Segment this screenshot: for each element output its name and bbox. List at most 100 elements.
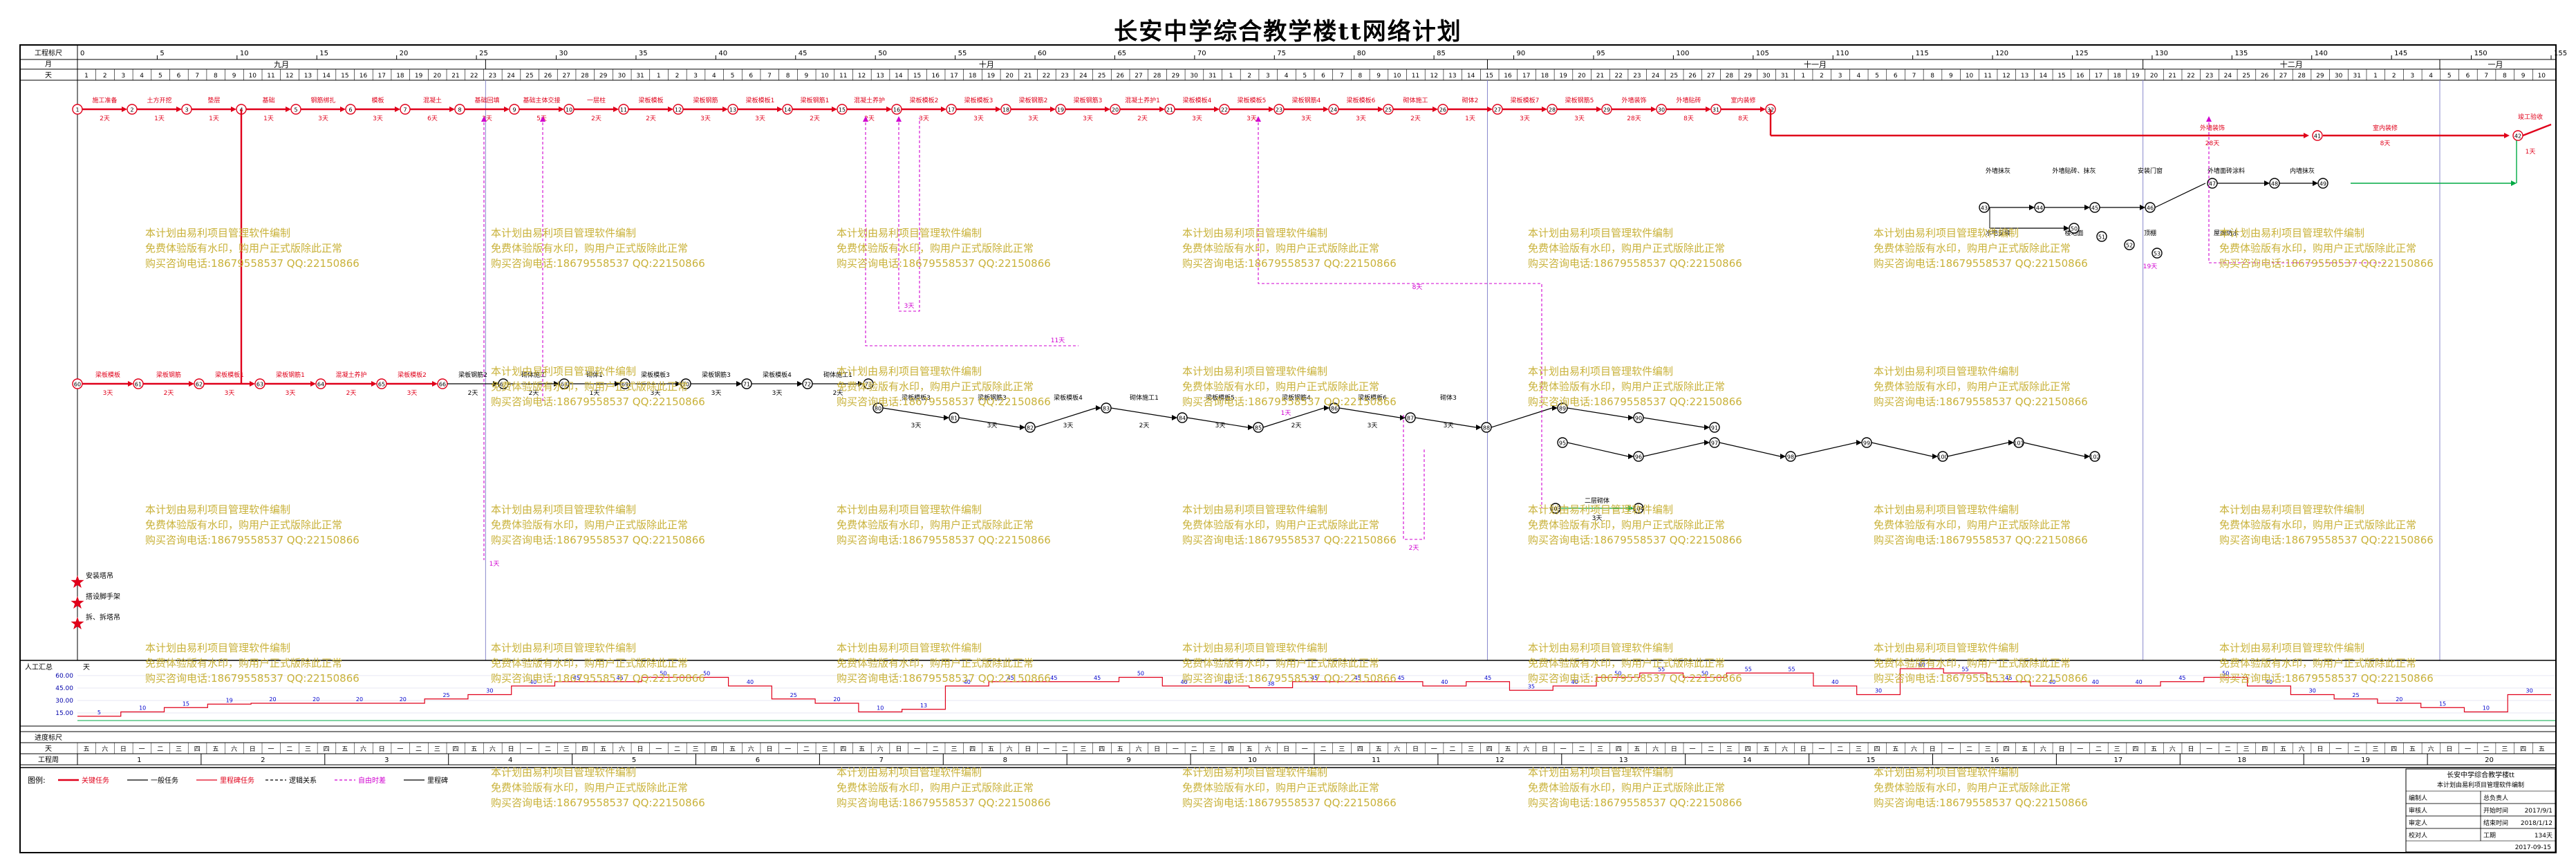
mid-task-name: 砌体3 bbox=[1440, 393, 1457, 402]
day-cell-label: 16 bbox=[1504, 73, 1512, 80]
top-task-duration: 3天 bbox=[1520, 115, 1530, 122]
resource-value-label: 45 bbox=[1354, 675, 1361, 681]
top-task-duration: 3天 bbox=[1028, 115, 1038, 122]
resource-value-label: 40 bbox=[1831, 679, 1838, 685]
critical-arrow-head bbox=[1269, 106, 1274, 112]
watermark-block: 本计划由易利项目管理软件编制免费体验版有水印，购用户正式版除此正常购买咨询电话:… bbox=[145, 225, 360, 271]
day-cell-label: 31 bbox=[636, 73, 644, 80]
mid-node-label: 66 bbox=[439, 382, 446, 388]
watermark-line: 免费体验版有水印，购用户正式版除此正常 bbox=[145, 519, 343, 531]
normal-arrow-head bbox=[1400, 415, 1406, 420]
bottom-week-label: 工程周 bbox=[38, 756, 59, 764]
top-task-duration: 1天 bbox=[154, 115, 165, 122]
weekday-label: 四 bbox=[1616, 746, 1622, 753]
info-key: 开始时间 bbox=[2483, 806, 2508, 815]
day-cell-label: 10 bbox=[821, 73, 829, 80]
resource-value-label: 10 bbox=[139, 705, 146, 712]
day-cell-label: 3 bbox=[2411, 73, 2415, 80]
top-task-name: 钢筋绑扎 bbox=[310, 96, 335, 104]
day-cell-label: 11 bbox=[839, 73, 847, 80]
top-node-label: 26 bbox=[1439, 107, 1446, 113]
day-cell-label: 30 bbox=[1190, 73, 1198, 80]
weekday-label: 日 bbox=[250, 745, 256, 753]
weekday-label: 四 bbox=[2520, 746, 2526, 753]
top-task-name: 模板 bbox=[371, 96, 384, 104]
top-task-name: 梁板钢筋 bbox=[693, 96, 718, 104]
weekday-label: 六 bbox=[360, 745, 366, 753]
top-task-name: 梁板模板2 bbox=[910, 96, 939, 104]
scale-tick-label: 100 bbox=[1676, 50, 1689, 57]
weekday-label: 五 bbox=[342, 746, 348, 753]
scale-tick-label: 35 bbox=[639, 50, 648, 57]
watermark-line: 免费体验版有水印，购用户正式版除此正常 bbox=[1874, 781, 2071, 794]
top-node-label: 22 bbox=[1221, 107, 1228, 113]
weekday-label: 三 bbox=[434, 746, 440, 753]
normal-arrow bbox=[1795, 442, 1857, 457]
weekday-label: 一 bbox=[1560, 746, 1567, 753]
top-task-name: 梁板模板4 bbox=[1183, 96, 1212, 104]
weekday-label: 一 bbox=[2206, 746, 2212, 753]
watermark-line: 购买咨询电话:18679558537 QQ:22150866 bbox=[145, 672, 360, 685]
day-cell-label: 4 bbox=[140, 73, 144, 80]
resource-value-label: 40 bbox=[964, 679, 971, 685]
weekday-label: 五 bbox=[600, 746, 606, 753]
float-line bbox=[1403, 415, 1425, 540]
resource-value-label: 30 bbox=[1875, 688, 1882, 694]
resource-value-label: 19 bbox=[226, 697, 233, 703]
normal-arrow-head bbox=[1628, 454, 1634, 459]
watermark-line: 免费体验版有水印，购用户正式版除此正常 bbox=[145, 657, 343, 669]
watermark-line: 购买咨询电话:18679558537 QQ:22150866 bbox=[145, 257, 360, 270]
float-label: 3天 bbox=[904, 303, 915, 310]
mid-task-duration: 3天 bbox=[225, 390, 235, 397]
day-cell-label: 31 bbox=[2353, 73, 2361, 80]
weekday-label: 五 bbox=[2022, 746, 2028, 753]
resource-value-label: 15 bbox=[183, 700, 189, 707]
watermark-block: 本计划由易利项目管理软件编制免费体验版有水印，购用户正式版除此正常购买咨询电话:… bbox=[491, 640, 705, 686]
page-title: 长安中学综合教学楼tt网络计划 bbox=[1114, 18, 1462, 46]
watermark-line: 购买咨询电话:18679558537 QQ:22150866 bbox=[1182, 672, 1397, 685]
top-task-name: 室内装修 bbox=[2373, 124, 2398, 132]
weekday-label: 五 bbox=[2151, 746, 2157, 753]
weekday-label: 四 bbox=[1357, 746, 1363, 753]
day-cell-label: 5 bbox=[158, 73, 162, 80]
day-cell-label: 18 bbox=[396, 73, 404, 80]
scale-tick-label: 85 bbox=[1437, 50, 1446, 57]
top-task-duration: 1天 bbox=[209, 115, 219, 122]
watermark-line: 本计划由易利项目管理软件编制 bbox=[1182, 766, 1328, 779]
resource-value-label: 50 bbox=[1614, 671, 1621, 677]
top-task-name: 梁板模板5 bbox=[1238, 96, 1267, 104]
month-label: 十月 bbox=[979, 59, 994, 69]
mid-node-label: 103 bbox=[1550, 506, 1560, 512]
top-node-label: 6 bbox=[348, 107, 352, 113]
top-task-duration: 28天 bbox=[1627, 115, 1641, 122]
watermark-line: 免费体验版有水印，购用户正式版除此正常 bbox=[2219, 519, 2417, 531]
normal-arrow-head bbox=[1020, 425, 1025, 430]
watermark-line: 购买咨询电话:18679558537 QQ:22150866 bbox=[145, 534, 360, 546]
critical-arrow-head bbox=[777, 106, 783, 112]
resource-value-label: 45 bbox=[617, 675, 624, 681]
watermark-line: 购买咨询电话:18679558537 QQ:22150866 bbox=[491, 396, 705, 408]
weekday-label: 四 bbox=[194, 746, 200, 753]
top-task-name: 一层柱 bbox=[587, 96, 606, 104]
mid-task-name: 梁板模板5 bbox=[1206, 393, 1235, 402]
scale-tick-label: 135 bbox=[2234, 50, 2248, 57]
critical-arrow-head bbox=[559, 106, 564, 112]
resource-value-label: 50 bbox=[660, 671, 666, 677]
critical-arrow-head bbox=[1214, 106, 1220, 112]
weekday-label: 六 bbox=[1135, 745, 1141, 753]
watermark-line: 免费体验版有水印，购用户正式版除此正常 bbox=[491, 781, 689, 794]
normal-arrow-head bbox=[2084, 205, 2090, 210]
resource-value-label: 40 bbox=[2048, 679, 2055, 685]
day-cell-label: 1 bbox=[2373, 73, 2378, 80]
top-task-duration: 1天 bbox=[2526, 149, 2536, 156]
top-task-name: 基础主体交接 bbox=[523, 96, 560, 104]
critical-arrow-head bbox=[504, 106, 510, 112]
sub-node-label: 46 bbox=[2147, 205, 2154, 212]
watermark-line: 免费体验版有水印，购用户正式版除此正常 bbox=[1182, 380, 1380, 393]
resource-value-label: 45 bbox=[1484, 675, 1491, 681]
top-task-name: 梁板钢筋3 bbox=[1074, 96, 1103, 104]
float-arrowhead bbox=[481, 116, 487, 122]
day-cell-label: 1 bbox=[657, 73, 661, 80]
week-label: 14 bbox=[1743, 757, 1752, 764]
resource-value-label: 50 bbox=[703, 671, 710, 677]
